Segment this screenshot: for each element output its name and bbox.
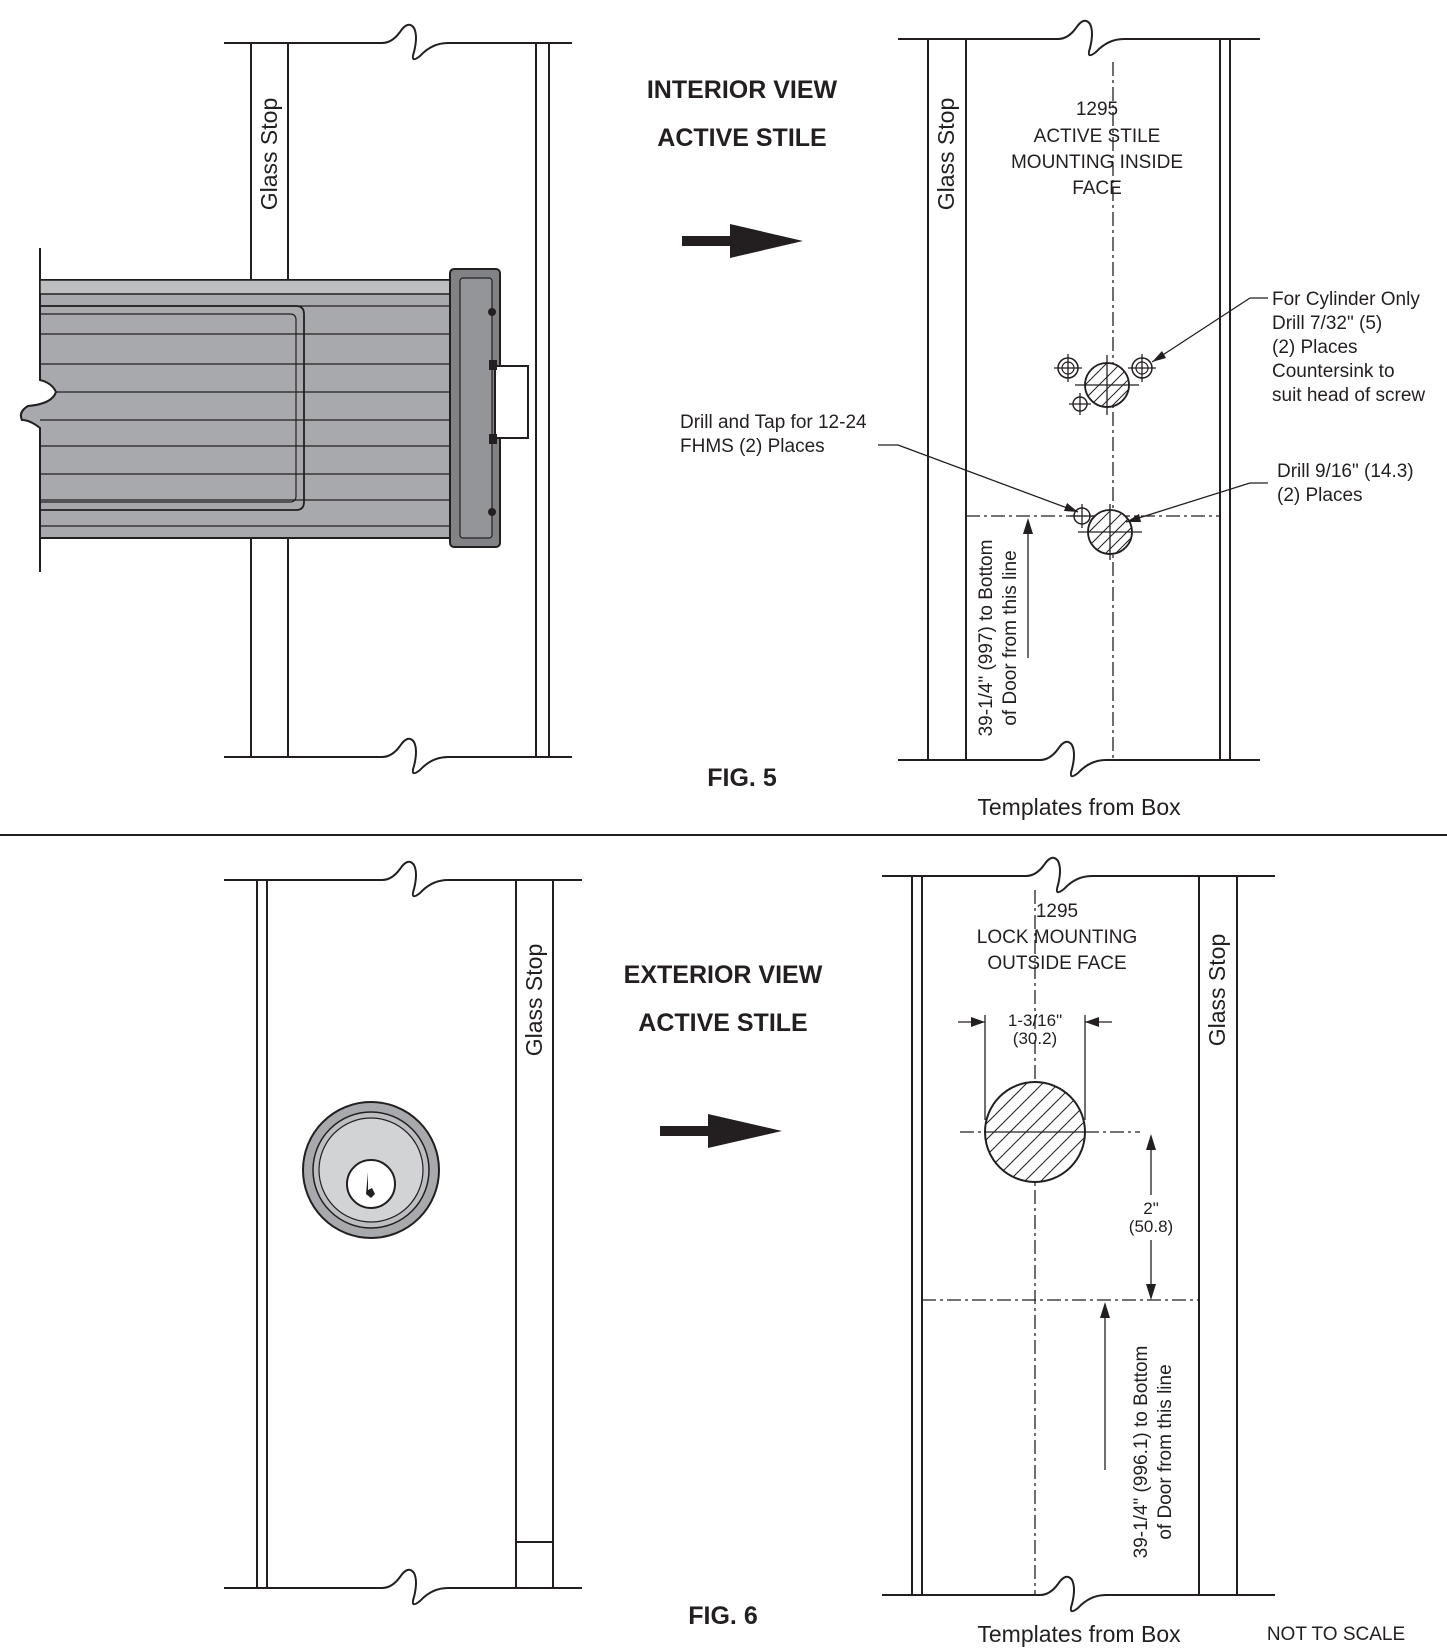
cylinder-note: For Cylinder Only Drill 7/32" (5) (2) Pl…: [1272, 289, 1425, 406]
dimension-line1: 39-1/4" (996.1) to Bottom: [1131, 1346, 1152, 1559]
note-line: (2) Places: [1277, 485, 1363, 506]
fig5-template-line4: FACE: [1072, 178, 1122, 199]
tap-hole: [1070, 504, 1094, 528]
fig6-label: FIG. 6: [688, 1602, 757, 1630]
fig6-bottom-dimension: 39-1/4" (996.1) to Bottom of Door from t…: [1131, 1346, 1176, 1559]
fig6-exterior-stile: Glass Stop: [224, 860, 582, 1606]
screw-hole-right: [1128, 354, 1156, 382]
cylinder-hole: [984, 1081, 1086, 1183]
fig5-template-line3: MOUNTING INSIDE: [1011, 152, 1183, 173]
glass-stop-label-fig6-left: Glass Stop: [521, 944, 547, 1057]
dimension-line2: (50.8): [1129, 1217, 1173, 1236]
fig6-template-line1: 1295: [1036, 901, 1078, 922]
fig6-templates-label: Templates from Box: [977, 1621, 1181, 1647]
fig6-view-title: EXTERIOR VIEW: [624, 961, 823, 989]
fig6-template: Glass Stop 1295 LOCK MOUNTING OUTSIDE FA…: [882, 856, 1405, 1647]
tap-note: Drill and Tap for 12-24 FHMS (2) Places: [680, 412, 867, 457]
fig5-view-title: INTERIOR VIEW: [647, 76, 838, 104]
lock-cylinder: [302, 1101, 440, 1239]
note-line: Drill 9/16" (14.3): [1277, 461, 1414, 482]
fig6-template-line3: OUTSIDE FACE: [987, 953, 1126, 974]
screw-hole-lower: [1069, 393, 1091, 415]
fig6-template-line2: LOCK MOUNTING: [977, 927, 1137, 948]
note-line: Countersink to: [1272, 361, 1395, 382]
arrow-icon: [660, 1114, 782, 1148]
fig5-interior-stile: Glass Stop: [19, 23, 572, 775]
fig5-template-line1: 1295: [1076, 99, 1118, 120]
glass-stop-label-fig5-left: Glass Stop: [256, 98, 282, 211]
fig6-view-subtitle: ACTIVE STILE: [638, 1009, 807, 1037]
height-dimension: 2" (50.8): [1129, 1199, 1173, 1236]
push-bar: [19, 248, 529, 572]
fig5-template: Glass Stop 1295 ACTIVE STILE MOUNTING IN…: [680, 19, 1425, 820]
width-dimension: 1-3/16" (30.2): [1008, 1011, 1062, 1048]
note-line: FHMS (2) Places: [680, 436, 825, 457]
note-line: Drill and Tap for 12-24: [680, 412, 867, 433]
dimension-line2: of Door from this line: [1155, 1364, 1176, 1539]
fig5-view-subtitle: ACTIVE STILE: [657, 124, 826, 152]
screw-hole-left: [1054, 354, 1082, 382]
fig5-bottom-dimension: 39-1/4" (997) to Bottom of Door from thi…: [976, 540, 1021, 737]
dimension-line1: 2": [1143, 1199, 1159, 1218]
note-line: suit head of screw: [1272, 385, 1425, 406]
fig5-label: FIG. 5: [707, 764, 777, 792]
note-line: Drill 7/32" (5): [1272, 313, 1382, 334]
not-to-scale-note: NOT TO SCALE: [1267, 1624, 1405, 1645]
drill-note: Drill 9/16" (14.3) (2) Places: [1277, 461, 1414, 506]
dimension-line1: 39-1/4" (997) to Bottom: [976, 540, 997, 737]
fig5-templates-label: Templates from Box: [977, 794, 1181, 820]
glass-stop-label-fig5-right: Glass Stop: [933, 98, 959, 211]
fig5-template-line2: ACTIVE STILE: [1034, 126, 1161, 147]
note-line: (2) Places: [1272, 337, 1358, 358]
dimension-line2: of Door from this line: [1000, 550, 1021, 725]
glass-stop-label-fig6-right: Glass Stop: [1204, 934, 1230, 1047]
dimension-line1: 1-3/16": [1008, 1011, 1062, 1030]
dimension-line2: (30.2): [1013, 1029, 1057, 1048]
note-line: For Cylinder Only: [1272, 289, 1420, 310]
arrow-icon: [682, 224, 803, 258]
